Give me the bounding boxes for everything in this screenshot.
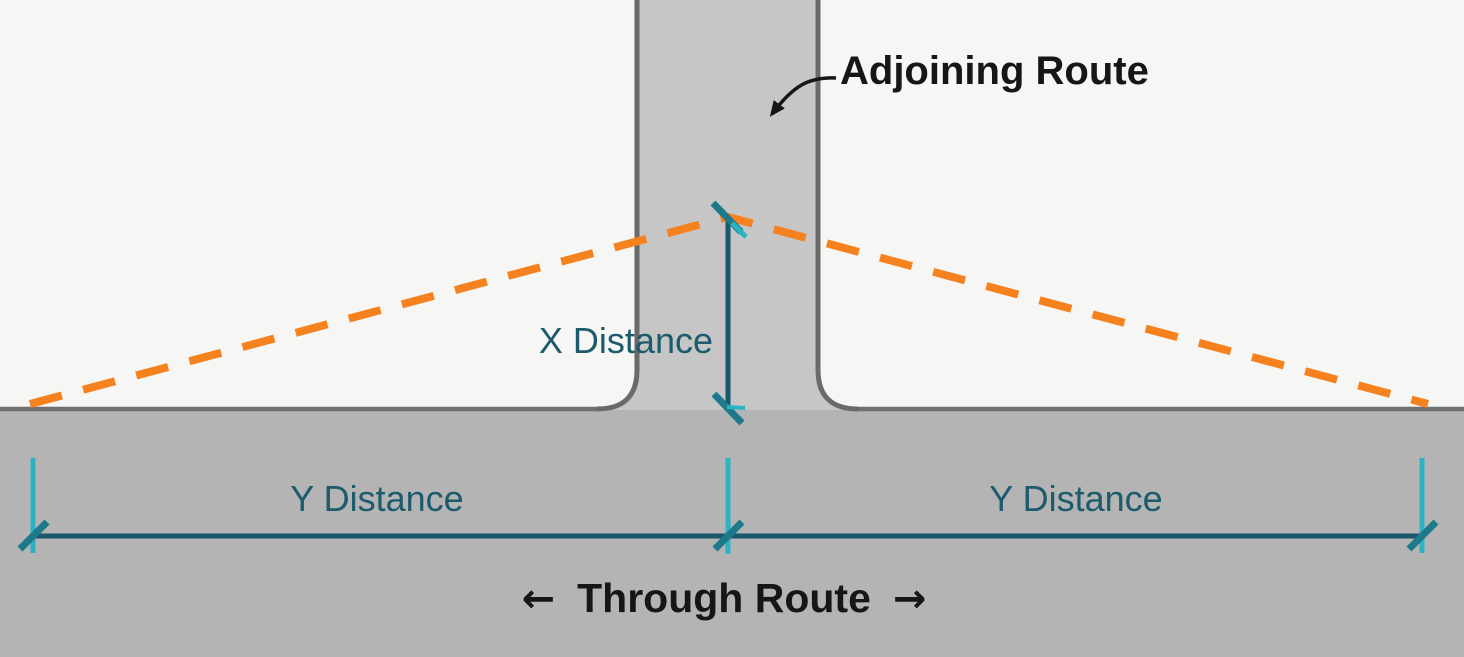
adjoining-road-edge-left	[596, 0, 640, 412]
adjoining-route-road	[597, 0, 858, 410]
left-arrow-icon: ←	[521, 575, 556, 622]
adjoining-route-pointer-arrow-icon	[769, 76, 837, 117]
x-tick-top-cyan	[730, 221, 748, 239]
x-distance-label: X Distance	[538, 320, 713, 361]
y-tick-left	[17, 519, 50, 552]
y-tick-center	[712, 519, 745, 552]
through-route-label-group: ← Through Route →	[0, 578, 1448, 619]
y-distance-label-left: Y Distance	[290, 478, 464, 519]
x-tick-bottom-cyan	[726, 405, 746, 410]
y-tick-right	[1406, 519, 1439, 552]
adjoining-road-edge-right	[815, 0, 859, 412]
adjoining-route-label: Adjoining Route	[840, 49, 1149, 93]
through-route-label: Through Route	[577, 575, 871, 621]
right-arrow-icon: →	[892, 575, 927, 622]
y-distance-label-right: Y Distance	[989, 478, 1163, 519]
